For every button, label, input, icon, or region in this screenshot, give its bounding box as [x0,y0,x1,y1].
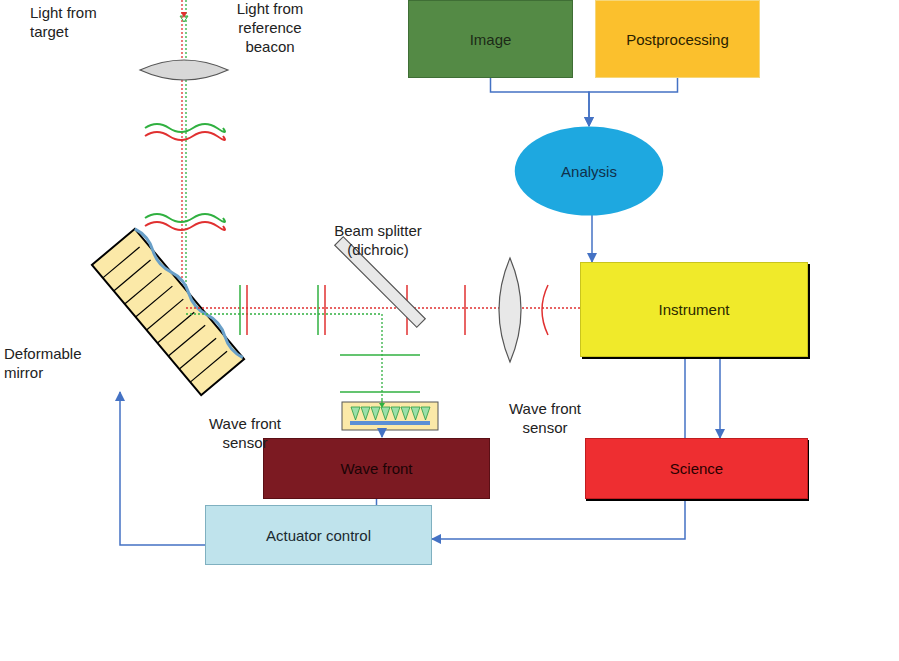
connector [432,499,685,539]
image-box: Image [408,0,573,78]
node-text: Postprocessing [626,31,729,48]
connector [719,357,721,438]
text-label: Light from reference beacon [222,0,318,56]
actuator-box: Actuator control [205,505,432,565]
connector [591,214,593,262]
node-text: Science [670,460,723,477]
analysis-ellipse: Analysis [514,126,664,216]
node-text: Instrument [659,301,730,318]
connector [589,78,678,126]
node-text: Analysis [561,163,617,180]
text-label: Wave front sensor [500,400,590,438]
node-text: Wave front [341,460,413,477]
node-text: Image [470,31,512,48]
text-label: Light from target [30,4,110,42]
instrument-box: Instrument [580,262,808,357]
connector [491,78,590,126]
text-label: Beam splitter (dichroic) [328,222,428,260]
text-label: Deformable mirror [4,345,94,383]
node-text: Actuator control [266,527,371,544]
science-box: Science [585,438,808,499]
postprocessing-box: Postprocessing [595,0,760,78]
text-label: Wave front sensor [200,415,290,453]
wavefront-box: Wave front [263,438,490,499]
connector [684,357,686,438]
